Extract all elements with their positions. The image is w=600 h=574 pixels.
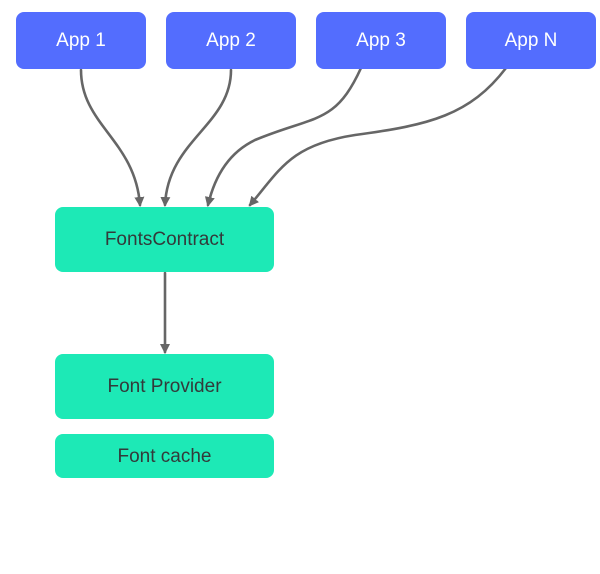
app-2-node: App 2 [166, 12, 296, 69]
fontscontract-node: FontsContract [55, 207, 274, 272]
font-cache-node: Font cache [55, 434, 274, 478]
fontscontract-label: FontsContract [104, 229, 225, 250]
edge-app-2-to-fontscontract [160, 68, 233, 207]
edge-app-1-to-fontscontract [79, 68, 145, 207]
app-1-node: App 1 [16, 12, 146, 69]
app-3-label: App 3 [356, 30, 406, 51]
font-cache-label: Font cache [117, 445, 212, 467]
edge-app-n-to-fontscontract [248, 66, 508, 207]
font-provider-label: Font Provider [107, 376, 222, 397]
edge-app-3-to-fontscontract [204, 66, 363, 207]
app-n-node: App N [466, 12, 596, 69]
font-provider-node: Font Provider [55, 354, 274, 419]
app-2-label: App 2 [206, 30, 256, 51]
app-3-node: App 3 [316, 12, 446, 69]
app-1-label: App 1 [56, 30, 106, 51]
app-n-label: App N [504, 30, 558, 51]
